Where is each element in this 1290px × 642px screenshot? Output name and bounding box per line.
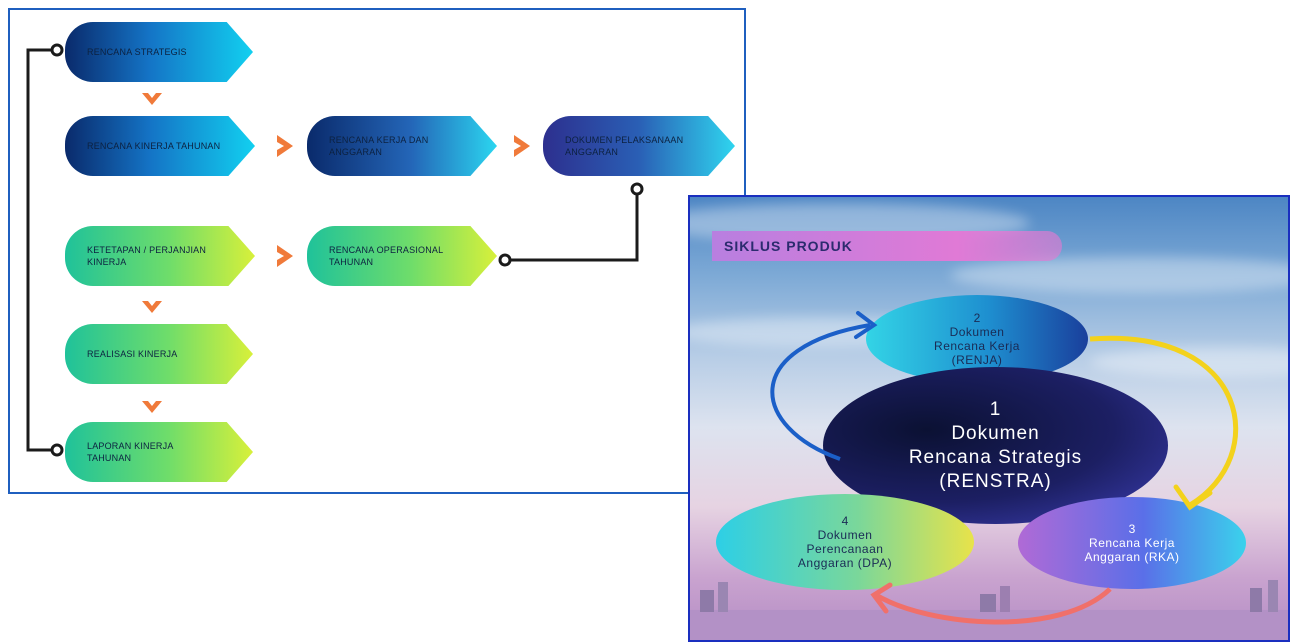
node-rencana-strategis: RENCANA STRATEGIS — [65, 22, 253, 82]
cycle-item-line: (RENSTRA) — [939, 470, 1052, 492]
flowchart-panel: RENCANA STRATEGIS RENCANA KINERJA TAHUNA… — [8, 8, 746, 494]
cycle-item-line: Rencana Kerja — [1089, 536, 1175, 550]
flow-connectors — [26, 43, 644, 457]
cycle-item-number: 2 — [973, 311, 981, 325]
chevron-down-icon — [142, 93, 162, 105]
cloud-streak — [1090, 347, 1288, 377]
connector-node-rot — [498, 253, 512, 267]
dpa-rot-connector — [510, 194, 639, 262]
node-laporan-kinerja-tahunan: LAPORAN KINERJA TAHUNAN — [65, 422, 253, 482]
cycle-item-dpa: 4 Dokumen Perencanaan Anggaran (DPA) — [716, 494, 974, 590]
chevron-right-icon — [277, 245, 293, 267]
left-bracket-connector — [26, 48, 52, 452]
node-dokumen-pelaksanaan-anggaran: DOKUMEN PELAKSANAAN ANGGARAN — [543, 116, 735, 176]
node-label: RENCANA STRATEGIS — [87, 47, 187, 57]
chevron-down-icon — [142, 301, 162, 313]
product-cycle-panel: SIKLUS PRODUK 2 Dokumen Rencana Kerja (R… — [688, 195, 1290, 642]
node-label: RENCANA OPERASIONAL TAHUNAN — [329, 245, 443, 267]
chevron-down-icon — [142, 401, 162, 413]
connector-node-dpa — [630, 182, 644, 196]
cloud-streak — [950, 257, 1288, 293]
chevron-right-icon — [277, 135, 293, 157]
node-label: DOKUMEN PELAKSANAAN ANGGARAN — [565, 135, 684, 157]
cycle-item-line: Rencana Kerja — [934, 339, 1020, 353]
cycle-item-line: Anggaran (RKA) — [1084, 550, 1180, 564]
connector-node-top — [50, 43, 64, 57]
node-label: KETETAPAN / PERJANJIAN KINERJA — [87, 245, 207, 267]
cycle-item-line: Dokumen — [817, 528, 873, 542]
cycle-title: SIKLUS PRODUK — [724, 238, 853, 254]
node-rencana-kinerja-tahunan: RENCANA KINERJA TAHUNAN — [65, 116, 255, 176]
chevron-right-icon — [514, 135, 530, 157]
cycle-item-line: Perencanaan — [806, 542, 884, 556]
node-label: RENCANA KERJA DAN ANGGARAN — [329, 135, 429, 157]
cycle-item-line: Rencana Strategis — [908, 446, 1083, 468]
cycle-item-number: 1 — [989, 398, 1002, 420]
cycle-item-number: 4 — [841, 514, 849, 528]
node-perjanjian-kinerja: KETETAPAN / PERJANJIAN KINERJA — [65, 226, 255, 286]
node-label: LAPORAN KINERJA TAHUNAN — [87, 441, 174, 463]
cycle-item-line: Dokumen — [949, 325, 1005, 339]
cycle-item-line: Dokumen — [951, 422, 1040, 444]
node-realisasi-kinerja: REALISASI KINERJA — [65, 324, 253, 384]
cycle-item-line: (RENJA) — [951, 353, 1003, 367]
cycle-item-line: Anggaran (DPA) — [797, 556, 893, 570]
node-rencana-kerja-dan-anggaran: RENCANA KERJA DAN ANGGARAN — [307, 116, 497, 176]
cycle-item-rka: 3 Rencana Kerja Anggaran (RKA) — [1018, 497, 1246, 589]
cycle-title-bar: SIKLUS PRODUK — [712, 231, 1062, 261]
cycle-item-number: 3 — [1128, 522, 1136, 536]
node-label: REALISASI KINERJA — [87, 349, 178, 359]
node-label: RENCANA KINERJA TAHUNAN — [87, 141, 221, 151]
node-rencana-operasional-tahunan: RENCANA OPERASIONAL TAHUNAN — [307, 226, 497, 286]
connector-node-bottom — [50, 443, 64, 457]
